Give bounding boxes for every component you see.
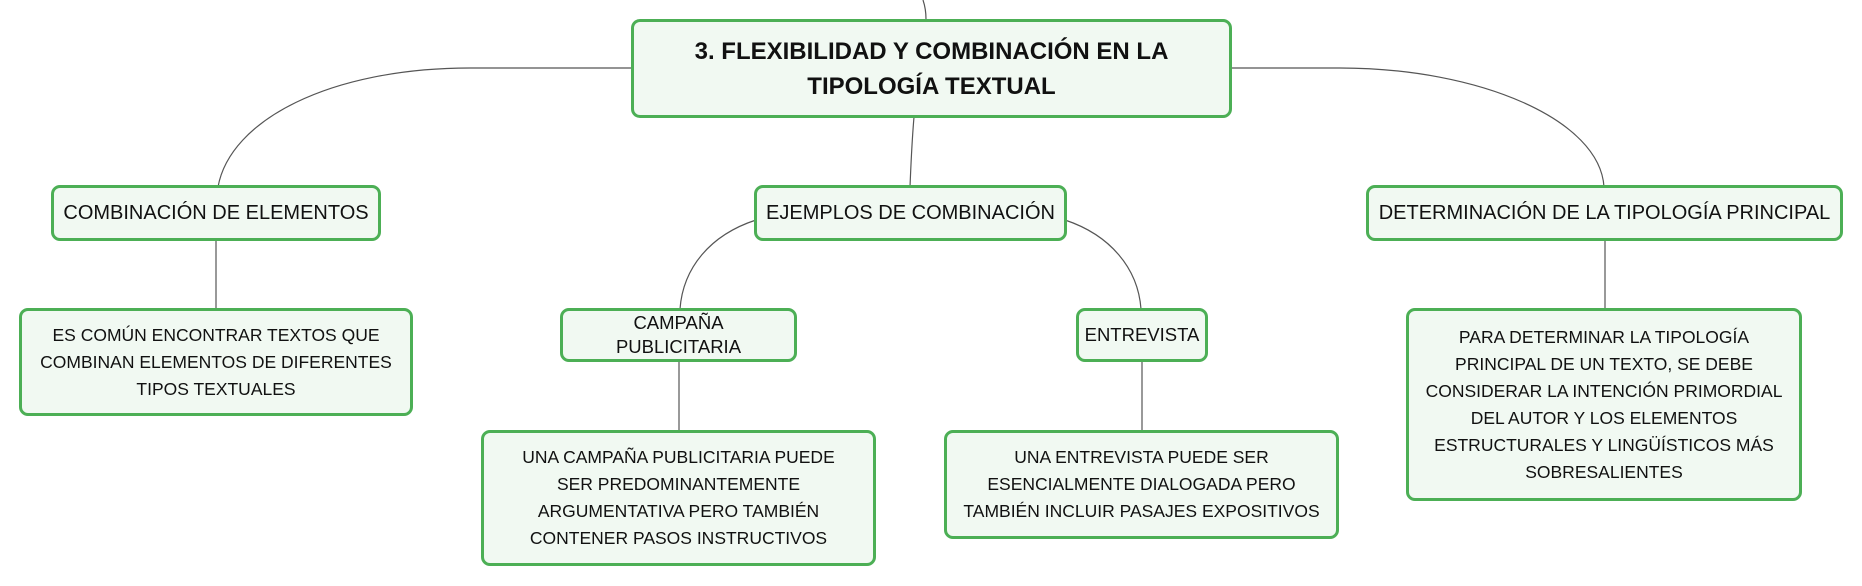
subtopic-label: PARA DETERMINAR LA TIPOLOGÍA PRINCIPAL D… — [1425, 326, 1783, 482]
connector-parent-to-root — [922, 0, 927, 20]
connector-root-to-ejemplos — [909, 116, 915, 188]
root-topic[interactable]: 3. FLEXIBILIDAD Y COMBINACIÓN EN LA TIPO… — [631, 19, 1232, 118]
connector-root-to-determinacion — [1230, 67, 1605, 188]
subtopic-label: CAMPAÑA PUBLICITARIA — [615, 312, 742, 357]
topic-combinacion-de-elementos[interactable]: COMBINACIÓN DE ELEMENTOS — [51, 185, 381, 241]
topic-ejemplos-de-combinacion[interactable]: EJEMPLOS DE COMBINACIÓN — [754, 185, 1067, 241]
connector-ejemplos-to-entrevista — [1064, 219, 1142, 310]
topic-label: DETERMINACIÓN DE LA TIPOLOGÍA PRINCIPAL — [1378, 202, 1831, 224]
root-topic-label: 3. FLEXIBILIDAD Y COMBINACIÓN EN LA TIPO… — [694, 37, 1169, 100]
subtopic-campana-detalle[interactable]: UNA CAMPAÑA PUBLICITARIA PUEDE SER PREDO… — [481, 430, 876, 566]
subtopic-entrevista[interactable]: ENTREVISTA — [1076, 308, 1208, 362]
subtopic-entrevista-detalle[interactable]: UNA ENTREVISTA PUEDE SER ESENCIALMENTE D… — [944, 430, 1339, 539]
subtopic-label: ENTREVISTA — [1084, 324, 1200, 345]
topic-label: COMBINACIÓN DE ELEMENTOS — [63, 202, 369, 224]
subtopic-label: UNA CAMPAÑA PUBLICITARIA PUEDE SER PREDO… — [522, 447, 835, 548]
subtopic-label: UNA ENTREVISTA PUEDE SER ESENCIALMENTE D… — [963, 447, 1320, 521]
subtopic-combinan-elementos[interactable]: ES COMÚN ENCONTRAR TEXTOS QUE COMBINAN E… — [19, 308, 413, 416]
subtopic-determinar-tipologia[interactable]: PARA DETERMINAR LA TIPOLOGÍA PRINCIPAL D… — [1406, 308, 1802, 501]
subtopic-label: ES COMÚN ENCONTRAR TEXTOS QUE COMBINAN E… — [40, 324, 392, 399]
connector-root-to-combinacion — [217, 67, 633, 188]
topic-label: EJEMPLOS DE COMBINACIÓN — [766, 202, 1055, 224]
subtopic-campana-publicitaria[interactable]: CAMPAÑA PUBLICITARIA — [560, 308, 797, 362]
topic-determinacion-tipologia-principal[interactable]: DETERMINACIÓN DE LA TIPOLOGÍA PRINCIPAL — [1366, 185, 1843, 241]
connector-ejemplos-to-campana — [679, 219, 757, 310]
